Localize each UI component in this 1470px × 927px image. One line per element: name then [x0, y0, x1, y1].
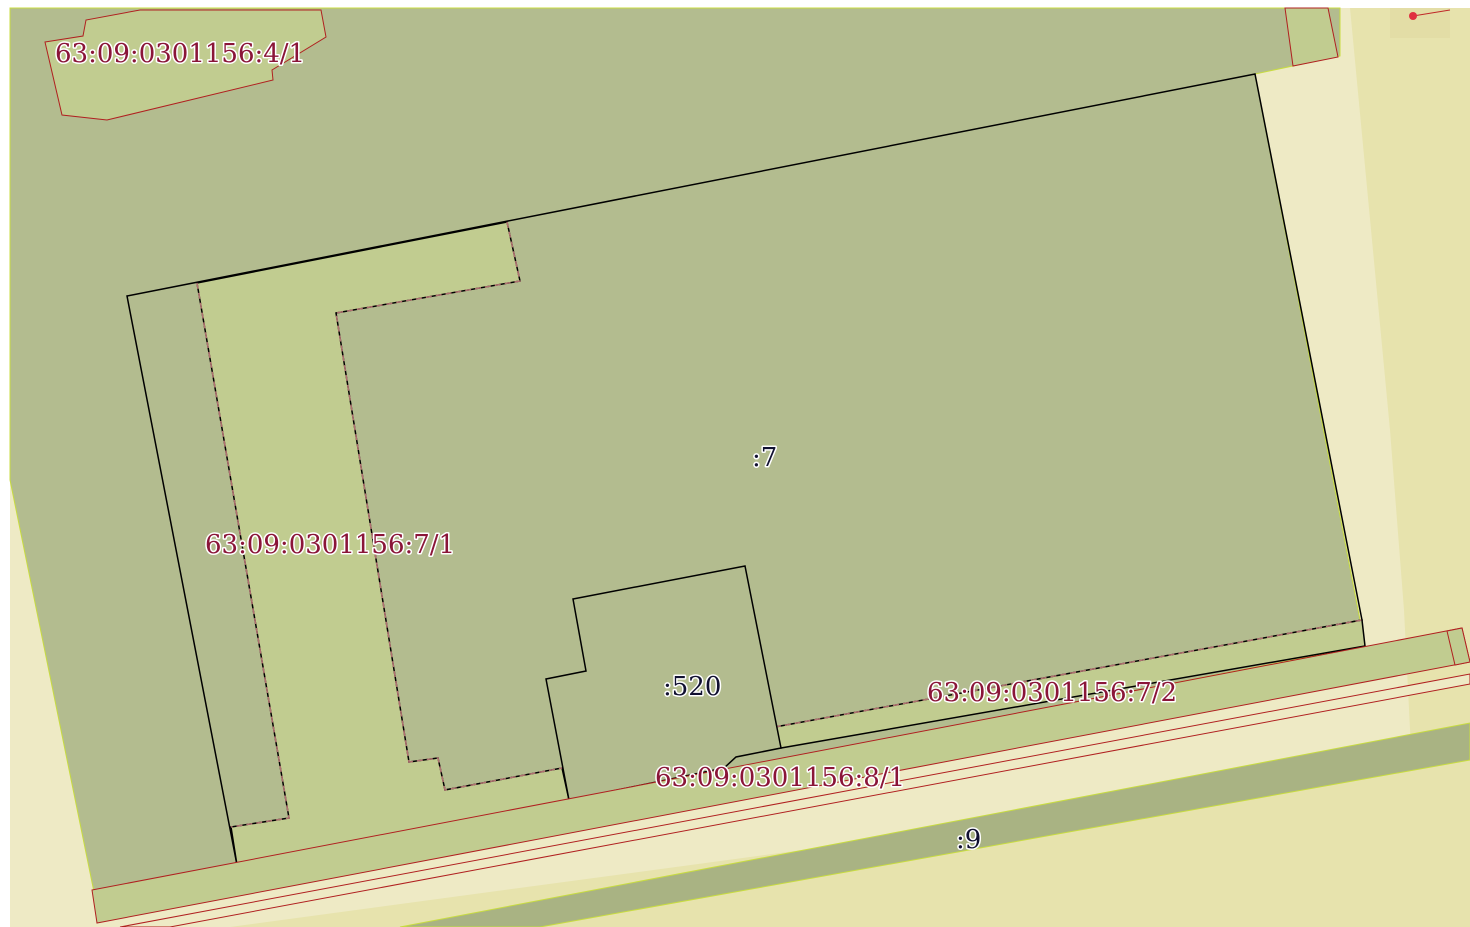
label-parcel-9: :9 — [956, 825, 981, 855]
zone-corner-marker — [1390, 8, 1450, 38]
part-7-1-dashed-edge — [335, 221, 563, 791]
parcel-520[interactable] — [545, 565, 782, 801]
road-band — [119, 673, 1470, 927]
boundary-segment-northeast — [1412, 9, 1451, 17]
label-part-7-2: 63:09:0301156:7/2 — [927, 678, 1177, 708]
label-part-7-1: 63:09:0301156:7/1 — [205, 530, 455, 560]
zone-east — [1330, 8, 1470, 927]
label-part-4-1: 63:09:0301156:4/1 — [55, 39, 305, 69]
label-parcel-7: :7 — [752, 443, 777, 473]
label-part-8-1: 63:09:0301156:8/1 — [655, 763, 905, 793]
part-8-1-end — [1446, 627, 1470, 666]
parcel-9[interactable] — [399, 722, 1470, 927]
part-8-1[interactable] — [91, 627, 1470, 924]
part-4-1[interactable] — [44, 9, 327, 121]
part-strip-northeast[interactable] — [1284, 7, 1339, 67]
part-7-1-dashed-edge-left — [196, 282, 290, 828]
point-marker[interactable] — [1409, 12, 1417, 20]
label-parcel-520: :520 — [663, 672, 721, 702]
